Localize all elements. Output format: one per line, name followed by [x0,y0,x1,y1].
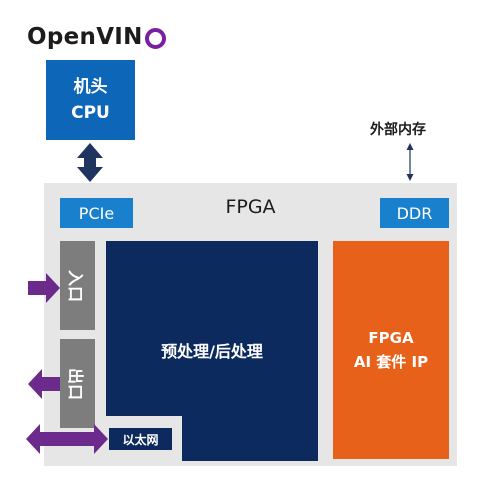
input-port-block: 入口 [60,241,95,330]
host-cpu-label-zh: 机头 [73,77,108,97]
logo-ring-icon [144,28,166,49]
ethernet-label: 以太网 [122,432,159,447]
host-cpu-label-en: CPU [71,103,110,123]
host-cpu-box: 机头 CPU [46,60,135,140]
output-port-block: 出口 [60,339,95,428]
pcie-label: PCIe [78,203,115,223]
processing-label: 预处理/后处理 [161,342,263,361]
ai-suite-ip-block: FPGA AI 套件 IP [333,241,449,459]
ddr-label: DDR [396,203,433,223]
pcie-block: PCIe [60,198,133,228]
openvino-logo: OpenVIN [27,22,166,52]
cpu-pcie-double-arrow [77,143,103,182]
ethernet-block: 以太网 [109,428,172,450]
logo-text: OpenVIN [27,24,143,50]
fpga-title: FPGA [225,196,276,218]
ddr-memory-arrow [406,143,414,181]
ai-ip-label-fpga: FPGA [368,329,414,347]
ai-ip-label-suite: AI 套件 IP [353,353,429,371]
output-arrow-icon [28,369,60,399]
input-arrow-icon [28,273,60,303]
ethernet-double-arrow-icon [26,424,108,454]
external-memory-label: 外部内存 [370,122,426,138]
ddr-block: DDR [380,198,449,228]
